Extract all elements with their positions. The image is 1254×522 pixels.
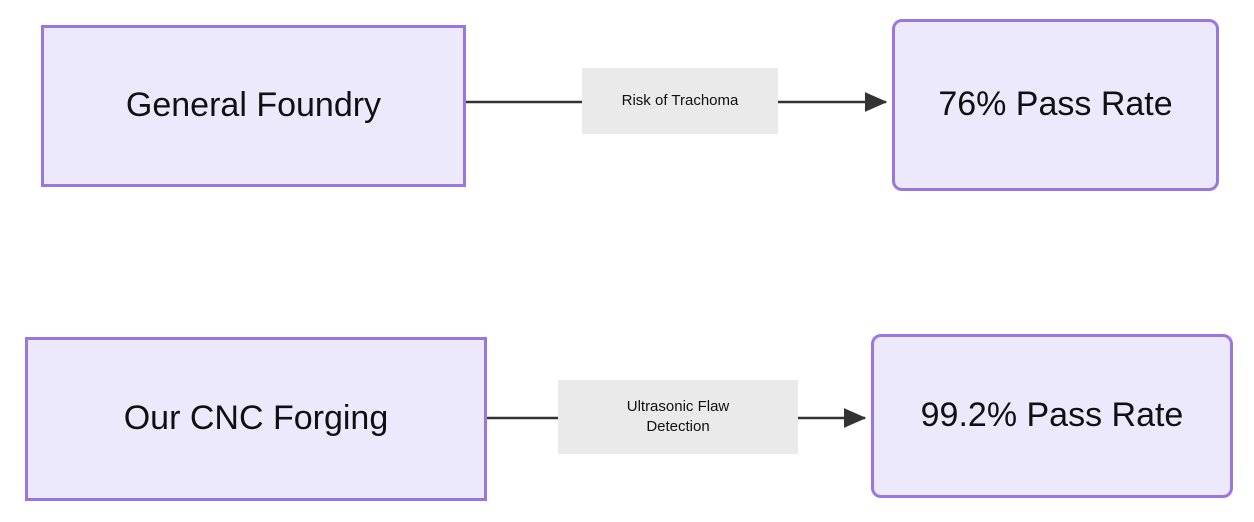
edge-label-ultrasonic-flaw-detection: Ultrasonic Flaw Detection	[558, 380, 798, 454]
edge-label-line-2: Detection	[646, 418, 710, 435]
node-our-cnc-forging-label: Our CNC Forging	[123, 399, 389, 438]
node-76-percent-pass-rate-label: 76% Pass Rate	[938, 85, 1173, 124]
node-our-cnc-forging[interactable]: Our CNC Forging	[25, 337, 487, 501]
node-76-percent-pass-rate[interactable]: 76% Pass Rate	[892, 19, 1219, 191]
edge-label-line-1: Ultrasonic Flaw	[626, 397, 730, 415]
node-99-2-percent-pass-rate[interactable]: 99.2% Pass Rate	[871, 334, 1233, 498]
edge-label-risk-of-trachoma: Risk of Trachoma	[582, 68, 778, 134]
node-general-foundry[interactable]: General Foundry	[41, 25, 466, 187]
edge-label-ultrasonic-flaw-detection-text: Ultrasonic Flaw Detection	[627, 397, 730, 438]
node-99-2-percent-pass-rate-label: 99.2% Pass Rate	[920, 396, 1184, 435]
node-general-foundry-label: General Foundry	[125, 86, 382, 125]
edge-label-risk-of-trachoma-text: Risk of Trachoma	[621, 91, 739, 109]
